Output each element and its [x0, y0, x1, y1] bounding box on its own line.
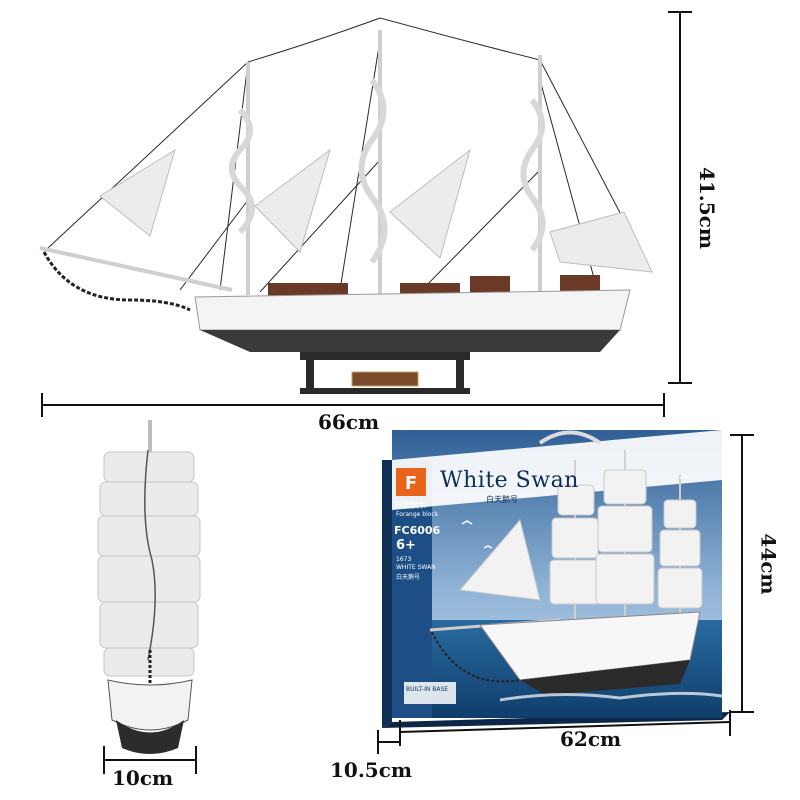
box-height-label: 44cm — [756, 533, 781, 595]
box-title: White Swan — [440, 468, 579, 493]
brand-logo — [396, 468, 426, 496]
sails — [99, 148, 653, 273]
box-subtitle: 白天鹅号 — [486, 495, 518, 504]
box-ship-name-cn: 白天鹅号 — [396, 574, 421, 581]
brand-name: 方盘积木 — [394, 501, 426, 510]
built-in-base-label: BUILT-IN BASE — [406, 686, 449, 693]
ship-side-view — [39, 17, 653, 394]
box-ship-name: WHITE SWAN — [396, 564, 436, 571]
box-code: FC6006 — [394, 524, 441, 537]
box-depth-label: 10.5cm — [330, 758, 413, 782]
dimension-lines-top — [41, 11, 692, 417]
hull — [194, 289, 631, 352]
ship-height-label: 41.5cm — [695, 166, 720, 250]
masts — [246, 30, 542, 295]
dimension-lines-box — [377, 434, 754, 754]
box-ship-illustration — [429, 450, 703, 695]
ship-length-label: 66cm — [318, 410, 380, 434]
svg-text:F: F — [405, 473, 417, 494]
ship-front-view — [97, 420, 201, 754]
deck-structures — [268, 275, 600, 297]
furled-sails — [229, 78, 546, 264]
product-box: F — [382, 430, 730, 728]
ship-width-label: 10cm — [112, 766, 174, 790]
brand-sub: Forange block — [396, 511, 439, 518]
box-handle — [538, 430, 602, 445]
dimension-lines-front — [103, 746, 197, 774]
display-stand — [300, 352, 470, 394]
anchor-chain — [42, 251, 191, 312]
box-length-label: 62cm — [560, 727, 622, 751]
box-age: 6+ — [396, 538, 416, 553]
seagulls — [461, 475, 689, 549]
piece-count: 1673 — [396, 556, 412, 563]
bowsprit — [39, 246, 233, 292]
front-sails — [97, 451, 201, 677]
